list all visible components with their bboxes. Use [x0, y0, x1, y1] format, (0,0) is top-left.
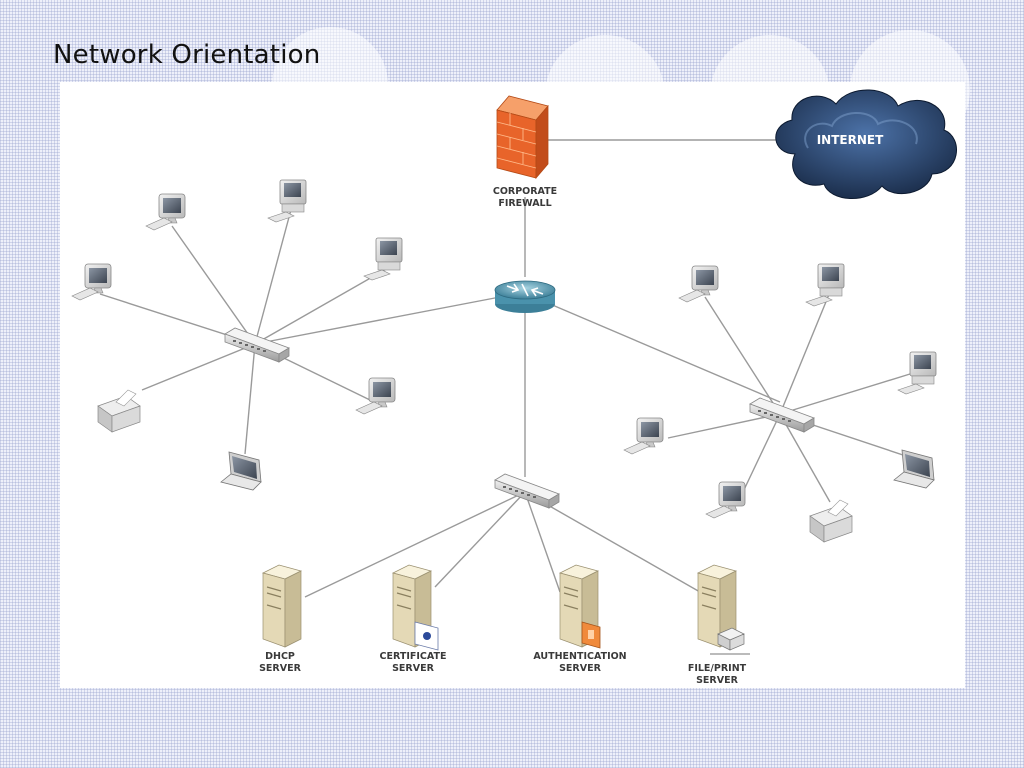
right-workstation-1-icon [805, 263, 845, 307]
file-print-printer-icon [710, 627, 750, 655]
certificate-server-label-line2: SERVER [392, 663, 434, 674]
right-workstation-2-icon [897, 351, 937, 395]
left-desktop-2-icon [71, 263, 112, 301]
left-workstation-1-icon [267, 179, 307, 223]
network-diagram: INTERNET CORPORATE FIREWALL [60, 82, 965, 688]
internet-label: INTERNET [817, 133, 884, 147]
right-desktop-2-icon [623, 417, 664, 455]
authentication-server-label-line1: AUTHENTICATION [533, 651, 626, 662]
slide-title: Network Orientation [53, 40, 321, 70]
firewall-icon [496, 95, 549, 180]
certificate-badge-icon [414, 621, 439, 651]
router-icon [494, 280, 556, 313]
right-switch-icon [749, 397, 815, 433]
authentication-server-label-line2: SERVER [559, 663, 601, 674]
left-laptop-icon [220, 451, 262, 491]
right-laptop-icon [893, 449, 935, 489]
left-switch-icon [224, 327, 290, 363]
left-desktop-1-icon [145, 193, 186, 231]
certificate-server-label-line1: CERTIFICATE [380, 651, 447, 662]
firewall-label-line2: FIREWALL [498, 198, 551, 209]
right-desktop-3-icon [705, 481, 746, 519]
file-print-server-label-line1: FILE/PRINT [688, 663, 747, 674]
server-switch-icon [494, 473, 560, 509]
file-print-server-label-line2: SERVER [696, 675, 738, 686]
right-printer-icon [809, 499, 853, 543]
network-diagram-canvas: INTERNET CORPORATE FIREWALL [71, 89, 957, 686]
dhcp-server-label-line2: SERVER [259, 663, 301, 674]
dhcp-server-label-line1: DHCP [265, 651, 295, 662]
left-workstation-2-icon [363, 237, 403, 281]
internet-cloud: INTERNET [775, 89, 957, 199]
authentication-key-icon [581, 621, 601, 649]
firewall-label-line1: CORPORATE [493, 186, 557, 197]
dhcp-server-icon [262, 564, 302, 648]
right-desktop-1-icon [678, 265, 719, 303]
left-printer-icon [97, 389, 141, 433]
